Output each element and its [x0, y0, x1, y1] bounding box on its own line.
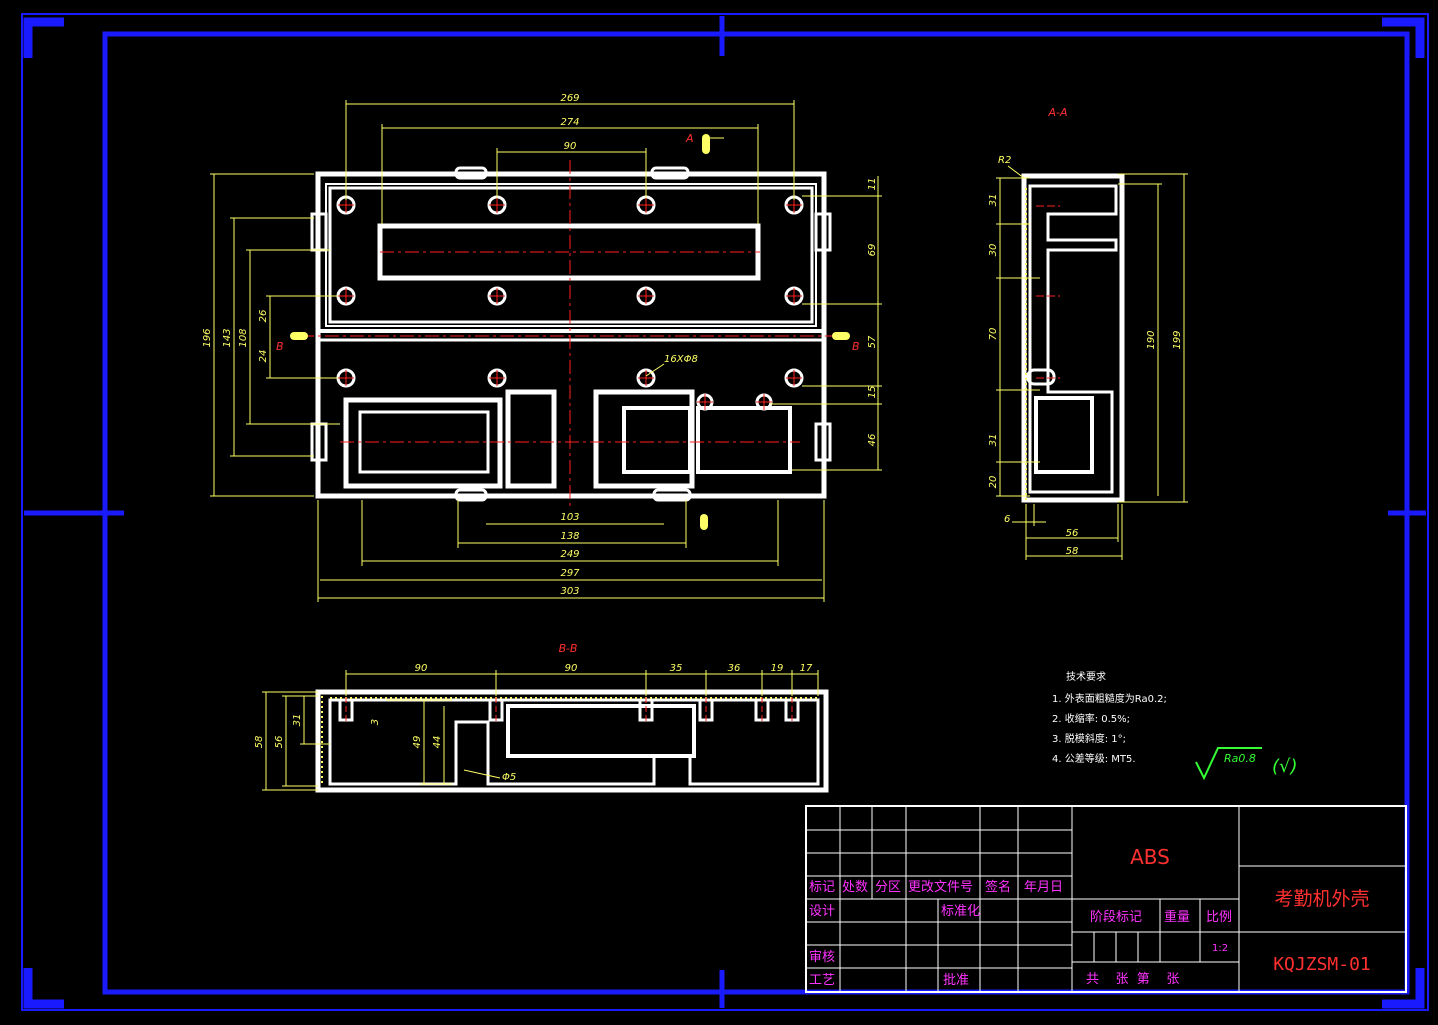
tb-date: 年月日 — [1024, 880, 1063, 895]
dim-bb-31: 31 — [292, 714, 303, 727]
dim-aa-31a: 31 — [988, 194, 999, 207]
dim-90: 90 — [564, 141, 577, 152]
dim-bb-90a: 90 — [415, 663, 428, 674]
section-aa-view — [1021, 173, 1125, 503]
tb-process: 工艺 — [809, 973, 835, 988]
tb-weight: 重量 — [1164, 909, 1190, 925]
front-view — [310, 166, 832, 502]
tb-scale-value: 1:2 — [1212, 943, 1228, 954]
front-dimension-lines — [210, 100, 882, 602]
dim-69: 69 — [867, 244, 878, 257]
dim-196: 196 — [202, 328, 213, 347]
section-markers: A B B — [276, 132, 860, 530]
dim-aa-30: 30 — [988, 244, 999, 257]
tb-approve: 批准 — [943, 973, 969, 988]
dim-aa-6: 6 — [1004, 514, 1010, 525]
tb-standard: 标准化 — [941, 904, 980, 919]
dim-r2: R2 — [998, 155, 1011, 166]
corner-mark — [23, 17, 64, 58]
dim-bb-17: 17 — [800, 663, 813, 674]
tb-material: ABS — [1130, 845, 1170, 869]
dim-aa-190: 190 — [1146, 330, 1157, 349]
dim-aa-199: 199 — [1172, 330, 1183, 349]
section-aa-dimension-text: R2 31 30 70 31 20 190 199 6 56 58 — [988, 155, 1183, 557]
section-bb-view — [315, 689, 829, 793]
dim-108: 108 — [238, 328, 249, 347]
hole-callout: 16XΦ8 — [664, 354, 698, 365]
section-aa-title: A-A — [1047, 106, 1067, 119]
roughness-check-icon — [1195, 747, 1262, 781]
dim-aa-58: 58 — [1066, 546, 1079, 557]
tech-note-3: 3. 脱模斜度: 1°; — [1052, 732, 1126, 745]
dim-aa-31b: 31 — [988, 434, 999, 447]
tb-signature: 签名 — [985, 879, 1011, 895]
section-aa-center-lines — [1036, 205, 1060, 379]
section-bb-dimension-text: 90 90 35 36 19 17 58 56 31 3 49 44 Φ5 — [254, 663, 813, 783]
dim-57: 57 — [867, 335, 878, 348]
dim-bb-49: 49 — [412, 736, 423, 749]
tb-change-doc: 更改文件号 — [908, 880, 973, 895]
tb-stage: 阶段标记 — [1090, 910, 1142, 925]
dim-269: 269 — [560, 93, 579, 104]
tb-sheets: 共 张 第 张 — [1086, 972, 1179, 987]
tb-count: 处数 — [842, 880, 868, 895]
dim-aa-56: 56 — [1066, 528, 1079, 539]
dim-aa-20: 20 — [988, 476, 999, 489]
section-mark-b-left: B — [276, 340, 284, 353]
section-bb-title: B-B — [559, 642, 578, 655]
title-block-text: 标记 处数 分区 更改文件号 签名 年月日 设计 标准化 审核 工艺 批准 阶段… — [809, 845, 1371, 988]
tb-part-name: 考勤机外壳 — [1274, 888, 1369, 910]
hole-crosses — [338, 197, 802, 410]
section-aa-dimension-lines — [996, 165, 1188, 560]
title-block — [805, 805, 1407, 993]
corner-mark — [23, 968, 64, 1009]
dim-143: 143 — [222, 328, 233, 347]
roughness-mark: (√) — [1272, 756, 1298, 777]
sheet-frame — [21, 13, 1429, 1011]
tech-note-2: 2. 收缩率: 0.5%; — [1052, 712, 1130, 725]
dim-bb-36: 36 — [728, 663, 741, 674]
tb-design: 设计 — [809, 904, 835, 919]
tech-note-4: 4. 公差等级: MT5. — [1052, 752, 1136, 765]
dim-bb-35: 35 — [670, 663, 683, 674]
dim-bb-19: 19 — [771, 663, 784, 674]
dim-bb-56: 56 — [274, 736, 285, 749]
dim-bb-90b: 90 — [565, 663, 578, 674]
dim-24: 24 — [258, 350, 269, 363]
roughness-value: Ra0.8 — [1224, 752, 1256, 765]
dim-46: 46 — [867, 434, 878, 447]
section-bb-dimension-lines — [262, 670, 819, 791]
corner-mark — [1382, 17, 1425, 58]
dim-26: 26 — [258, 310, 269, 323]
tech-note-1: 1. 外表面粗糙度为Ra0.2; — [1052, 692, 1167, 705]
dim-297: 297 — [560, 568, 580, 579]
dim-11: 11 — [867, 178, 878, 191]
dim-249: 249 — [560, 549, 579, 560]
roughness-symbol: Ra0.8 (√) — [1195, 747, 1298, 781]
dim-138: 138 — [560, 531, 579, 542]
tb-mark: 标记 — [809, 880, 835, 895]
dim-103: 103 — [560, 512, 579, 523]
dim-274: 274 — [560, 117, 579, 128]
section-mark-a: A — [685, 132, 694, 145]
front-center-lines — [300, 160, 840, 508]
dim-bb-hole: Φ5 — [502, 772, 516, 783]
tb-part-code: KQJZSM-01 — [1273, 954, 1371, 975]
technical-requirements: 技术要求 1. 外表面粗糙度为Ra0.2; 2. 收缩率: 0.5%; 3. 脱… — [1052, 670, 1167, 765]
tb-zone: 分区 — [875, 880, 901, 895]
dim-bb-44: 44 — [432, 736, 443, 749]
front-dimension-text: 269 274 90 103 138 249 297 303 196 143 1… — [202, 93, 878, 597]
section-mark-b-right: B — [852, 340, 860, 353]
dim-bb-58: 58 — [254, 736, 265, 749]
dim-303: 303 — [560, 586, 579, 597]
tech-notes-title: 技术要求 — [1066, 670, 1106, 683]
tb-review: 审核 — [809, 950, 835, 965]
dim-aa-70: 70 — [988, 328, 999, 341]
dim-15: 15 — [867, 386, 878, 399]
dim-bb-3: 3 — [370, 719, 381, 725]
corner-mark — [1382, 968, 1425, 1009]
tb-scale: 比例 — [1206, 910, 1232, 925]
